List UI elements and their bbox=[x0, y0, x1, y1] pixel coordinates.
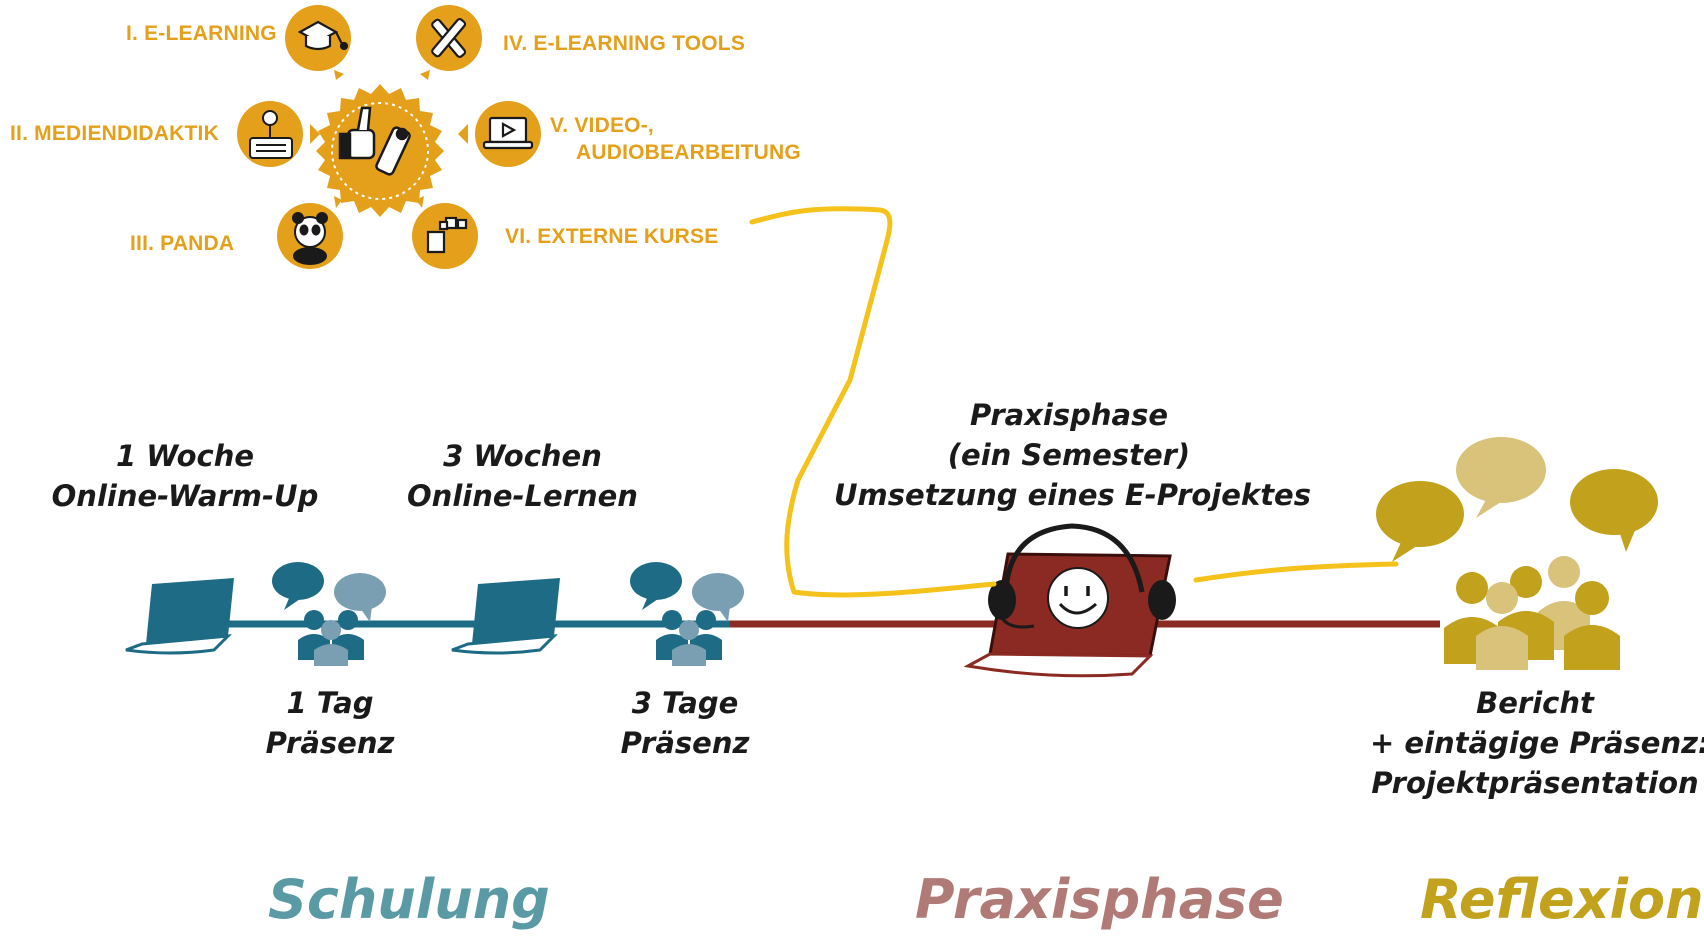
smiley-face bbox=[1047, 567, 1109, 629]
module-label-elearning: I. E-LEARNING bbox=[126, 22, 277, 45]
module-label-panda: III. PANDA bbox=[130, 232, 235, 255]
badge-seal bbox=[316, 84, 444, 217]
graduation-cap-icon bbox=[297, 20, 349, 51]
diploma-icon bbox=[375, 126, 411, 176]
laptop-video-icon bbox=[482, 116, 534, 150]
people-group-icon-2 bbox=[630, 562, 744, 666]
caption-praxis-title: Praxisphase bbox=[969, 398, 1169, 432]
thumbs-up-icon bbox=[338, 106, 376, 160]
caption-1-tag-praesenz: 1 Tag Präsenz bbox=[250, 683, 410, 763]
caption-tag1-title: Präsenz bbox=[265, 726, 395, 760]
caption-online-lernen: 3 Wochen Online-Lernen bbox=[405, 436, 640, 516]
phase-title-reflexion: Reflexion bbox=[1420, 868, 1704, 931]
highlight-connector-line bbox=[749, 206, 1399, 598]
caption-praxisphase: Praxisphase (ein Semester) Umsetzung ein… bbox=[834, 395, 1311, 515]
module-icon-elearning bbox=[285, 5, 351, 80]
caption-bericht-title: Bericht bbox=[1476, 686, 1594, 720]
caption-bericht-projektpraesentation: Projektpräsentation bbox=[1371, 766, 1699, 800]
module-label-externe-kurse: VI. EXTERNE KURSE bbox=[505, 225, 719, 248]
caption-bericht-praesenz: + eintägige Präsenz: bbox=[1370, 726, 1704, 760]
phase-title-schulung: Schulung bbox=[268, 868, 550, 931]
caption-warmup-duration: 1 Woche bbox=[115, 439, 255, 473]
caption-tag3-duration: 3 Tage bbox=[631, 686, 739, 720]
caption-bericht: Bericht + eintägige Präsenz: Projektpräs… bbox=[1370, 683, 1704, 803]
module-label-tools: IV. E-LEARNING TOOLS bbox=[503, 32, 746, 55]
panda-icon bbox=[292, 212, 328, 265]
module-icon-tools bbox=[416, 5, 482, 80]
phase-title-praxisphase: Praxisphase bbox=[915, 868, 1284, 931]
module-label-mediendidaktik: II. MEDIENDIDAKTIK bbox=[10, 122, 219, 145]
module-icon-externe-kurse bbox=[412, 196, 478, 269]
headset-laptop-icon bbox=[963, 523, 1176, 678]
laptop-icon-lernen bbox=[451, 578, 560, 655]
caption-online-warm-up: 1 Woche Online-Warm-Up bbox=[40, 436, 330, 516]
caption-lernen-duration: 3 Wochen bbox=[443, 439, 602, 473]
module-icon-panda bbox=[277, 196, 343, 269]
module-icon-mediendidaktik bbox=[237, 101, 320, 167]
central-badge bbox=[316, 84, 444, 217]
keyboard-lightbulb-icon bbox=[249, 110, 293, 159]
module-label-video: V. VIDEO-, bbox=[550, 114, 654, 137]
caption-lernen-title: Online-Lernen bbox=[407, 479, 638, 513]
caption-praxis-duration: (ein Semester) bbox=[947, 438, 1191, 472]
laptop-icon-warmup bbox=[125, 578, 234, 655]
caption-3-tage-praesenz: 3 Tage Präsenz bbox=[605, 683, 765, 763]
caption-praxis-description: Umsetzung eines E-Projektes bbox=[834, 478, 1311, 512]
caption-warmup-title: Online-Warm-Up bbox=[51, 479, 319, 513]
module-label-audiobearbeitung: AUDIOBEARBEITUNG bbox=[576, 141, 801, 164]
module-icon-video bbox=[458, 101, 541, 167]
tools-icon bbox=[431, 18, 467, 58]
caption-tag3-title: Präsenz bbox=[620, 726, 750, 760]
people-group-icon-1 bbox=[272, 562, 386, 666]
puzzle-blocks-icon bbox=[426, 216, 468, 254]
caption-tag1-duration: 1 Tag bbox=[286, 686, 374, 720]
reflexion-group-icon bbox=[1376, 437, 1658, 670]
